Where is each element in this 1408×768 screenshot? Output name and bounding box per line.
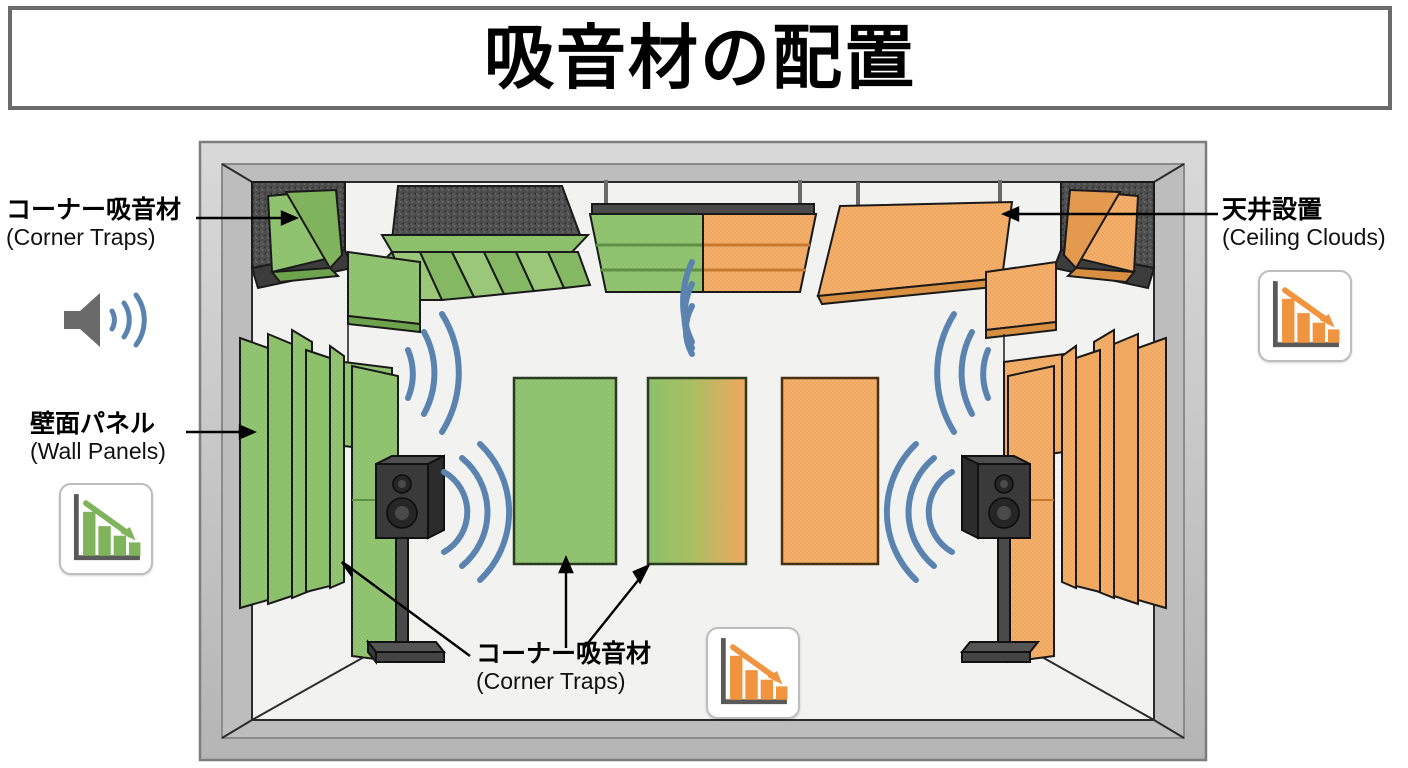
chart-icon-wall-panels	[59, 483, 153, 575]
callout-ceiling-clouds-en: (Ceiling Clouds)	[1222, 224, 1386, 250]
ceiling-cloud-2	[588, 180, 818, 293]
declining-bar-chart-icon	[1272, 281, 1340, 348]
speaker-right	[959, 454, 1041, 663]
callout-corner-traps-left-jp: コーナー吸音材	[6, 195, 182, 224]
center-panel-green	[512, 376, 618, 566]
title-box: 吸音材の配置	[8, 6, 1392, 110]
speaker-left	[365, 454, 447, 665]
callout-wall-panels-en: (Wall Panels)	[30, 438, 166, 464]
callout-corner-traps-left: コーナー吸音材 (Corner Traps)	[6, 195, 182, 251]
callout-corner-traps-bottom-jp: コーナー吸音材	[476, 639, 652, 668]
leader-lines	[186, 206, 1218, 657]
callout-ceiling-clouds: 天井設置 (Ceiling Clouds)	[1222, 195, 1386, 251]
corner-trap-right	[1052, 181, 1156, 290]
sound-waves	[405, 259, 991, 583]
page-title: 吸音材の配置	[484, 17, 916, 99]
chart-icon-ceiling-clouds	[1258, 270, 1352, 362]
callout-corner-traps-bottom-en: (Corner Traps)	[476, 668, 626, 694]
callout-wall-panels-jp: 壁面パネル	[30, 409, 156, 438]
callout-corner-traps-bottom: コーナー吸音材 (Corner Traps)	[476, 639, 652, 695]
callout-wall-panels: 壁面パネル (Wall Panels)	[30, 409, 166, 465]
callout-ceiling-clouds-jp: 天井設置	[1222, 195, 1323, 224]
callout-corner-traps-left-en: (Corner Traps)	[6, 224, 156, 250]
center-panel-orange	[780, 376, 880, 566]
corner-trap-left	[250, 181, 354, 290]
ceiling-cloud-3	[816, 180, 1014, 306]
center-panel-gradient	[646, 376, 748, 566]
speaker-wave-icon	[64, 292, 147, 348]
chart-icon-corner-traps	[706, 627, 800, 719]
declining-bar-chart-icon	[720, 638, 788, 705]
declining-bar-chart-icon	[73, 494, 141, 561]
